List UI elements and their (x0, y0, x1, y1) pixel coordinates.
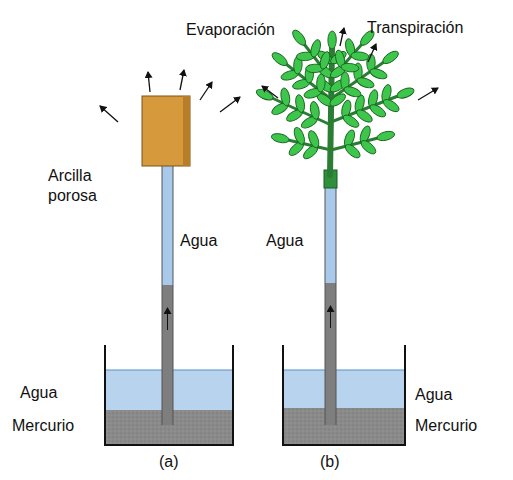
heading-label: Transpiración (367, 18, 463, 38)
figure-label: (a) (159, 452, 179, 472)
layer-label: Mercurio (12, 416, 74, 436)
porous-clay (142, 96, 190, 166)
mercury-column (325, 283, 336, 425)
mercury-column (162, 285, 173, 425)
beaker (105, 345, 233, 445)
water-column (325, 185, 336, 283)
water-label: Agua (266, 231, 303, 251)
water-column (162, 165, 173, 285)
mercury-bath (284, 408, 404, 444)
layer-label: Agua (415, 385, 452, 405)
water-bath (284, 370, 404, 408)
tree (255, 28, 416, 188)
heading-label: Evaporación (186, 20, 275, 40)
figure-label: (b) (320, 452, 340, 472)
layer-label: Mercurio (415, 416, 477, 436)
layer-label: Agua (20, 383, 57, 403)
part-label: Arcilla porosa (48, 166, 124, 206)
transpiration-arrows (262, 28, 438, 100)
beaker (283, 345, 405, 445)
water-label: Agua (180, 231, 217, 251)
